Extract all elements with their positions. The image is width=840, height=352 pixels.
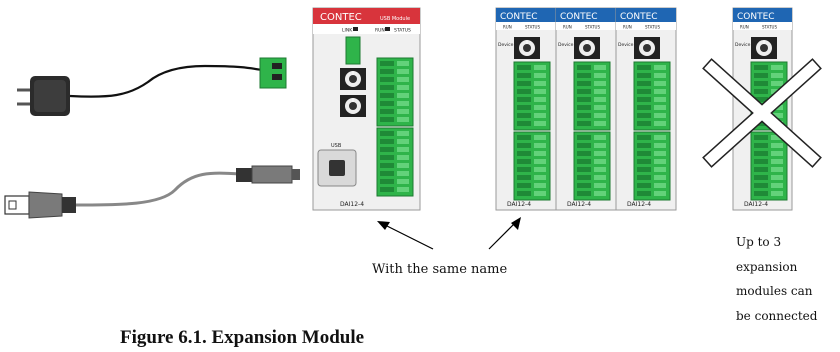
arrow-to-main-module [377,221,434,250]
limit-note-line-1: Up to 3 [736,235,782,249]
expansion-module-3-device: Device ID [618,42,640,48]
usb-b-plug [236,165,300,184]
expansion-module-2: CONTEC RUN STATUS Device ID DAI12-4 [555,7,617,211]
power-cable [69,64,263,98]
figure-title: Figure 6.1. Expansion Module [120,327,365,348]
expansion-module-1-model: DAI12-4 [507,201,531,208]
expansion-module-2-device: Device ID [558,42,580,48]
arrow-to-expansion-module [488,217,521,250]
expansion-module-1-status: STATUS [525,25,540,30]
limit-note-line-2: expansion [736,259,798,274]
limit-note-line-3: modules can [736,284,813,298]
main-module-link-label: LINK [342,28,353,34]
expansion-module-2-model: DAI12-4 [567,201,591,208]
same-name-label: With the same name [372,262,508,277]
main-usb-module: CONTEC USB Module LINK RUN STATUS USB DA… [312,7,421,211]
expansion-module-3-model: DAI12-4 [627,201,651,208]
main-module-product: USB Module [380,16,410,22]
expansion-module-1: CONTEC RUN STATUS Device ID DAI12-4 [495,7,557,211]
main-module-model: DAI12-4 [340,201,364,208]
expansion-module-3: CONTEC RUN STATUS Device ID DAI12-4 [615,7,677,211]
expansion-module-3-brand: CONTEC [620,12,658,22]
main-module-run-label: RUN [375,28,385,34]
expansion-module-1-brand: CONTEC [500,12,538,22]
usb-plug [4,191,76,219]
power-connector [259,57,287,89]
expansion-module-3-status: STATUS [645,25,660,30]
excluded-module-model: DAI12-4 [744,201,768,208]
excluded-module-run: RUN [740,25,749,30]
main-module-usb-label: USB [331,143,342,149]
expansion-module-3-run: RUN [623,25,632,30]
expansion-module-1-device: Device ID [498,42,520,48]
main-module-status-label: STATUS [394,28,411,34]
expansion-limit-note: Up to 3 expansion modules can be connect… [736,230,840,328]
expansion-module-2-brand: CONTEC [560,12,598,22]
excluded-module-device: Device ID [735,42,757,48]
expansion-module-2-status: STATUS [585,25,600,30]
cross-mark [702,58,822,168]
ac-adapter [17,76,70,116]
excluded-module-status: STATUS [762,25,777,30]
limit-note-line-4: be connected [736,308,818,323]
excluded-module-brand: CONTEC [737,12,775,22]
usb-cable [75,171,241,207]
expansion-module-1-run: RUN [503,25,512,30]
expansion-module-2-run: RUN [563,25,572,30]
main-module-brand: CONTEC [320,12,362,23]
